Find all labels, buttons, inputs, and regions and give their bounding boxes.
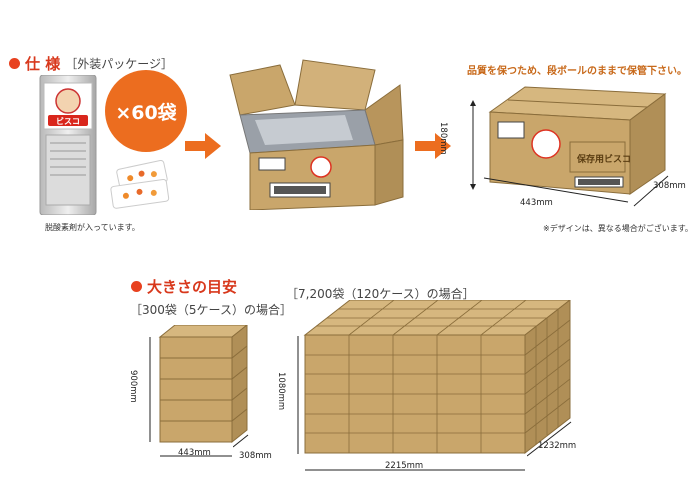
design-note: ※デザインは、異なる場合がございます。: [543, 224, 693, 233]
arrow-right-icon: [185, 133, 221, 159]
bullet-icon: [131, 281, 142, 292]
package-label: ［外装パッケージ］: [65, 57, 173, 71]
small-case-label: ［300袋（5ケース）の場合］: [130, 303, 292, 317]
closed-cardboard-box-image: [480, 82, 670, 207]
large-depth-label: 1232mm: [538, 441, 577, 451]
box-width-dimension-line: [482, 176, 632, 210]
large-width-dimension-line: [305, 458, 525, 477]
arrow-right-icon: [415, 133, 451, 159]
small-width-dimension-line: [160, 444, 232, 463]
open-cardboard-box-image: [225, 55, 405, 211]
large-case-label: ［7,200袋（120ケース）の場合］: [286, 287, 475, 301]
small-height-label: 900mm: [128, 370, 138, 403]
quantity-badge: ×60袋: [105, 70, 187, 152]
pack-brand-label: ビスコ: [56, 117, 80, 126]
box-width-label: 443mm: [520, 198, 553, 208]
box-height-label: 180mm: [438, 122, 448, 155]
box-brand-label: 保存用ビスコ: [576, 155, 631, 165]
box-depth-label: 308mm: [653, 181, 686, 191]
oxygen-absorber-note: 脱酸素剤が入っています。: [45, 223, 140, 232]
biscuit-package-image: [38, 74, 98, 216]
large-height-dimension-line: [294, 336, 302, 458]
box-height-dimension-line: [463, 100, 483, 194]
size-guide-title: 大きさの目安: [147, 278, 238, 296]
size-guide-heading: 大きさの目安: [131, 276, 237, 297]
individual-packs-image: [106, 159, 186, 210]
spec-heading: 仕 様 ［外装パッケージ］: [9, 53, 173, 74]
small-height-dimension-line: [146, 337, 154, 446]
spec-title: 仕 様: [25, 55, 61, 73]
bullet-icon: [9, 58, 20, 69]
small-depth-dimension-line: [232, 433, 249, 452]
large-width-label: 2215mm: [385, 461, 424, 471]
large-depth-dimension-line: [526, 420, 573, 462]
small-stack-image: [155, 323, 250, 445]
large-stack-image: [300, 298, 575, 460]
small-width-label: 443mm: [178, 448, 211, 458]
small-depth-label: 308mm: [239, 451, 272, 461]
box-depth-dimension-line: [632, 170, 672, 214]
storage-notice: 品質を保つため、段ボールのままで保管下さい。: [467, 66, 687, 77]
large-height-label: 1080mm: [276, 372, 286, 411]
